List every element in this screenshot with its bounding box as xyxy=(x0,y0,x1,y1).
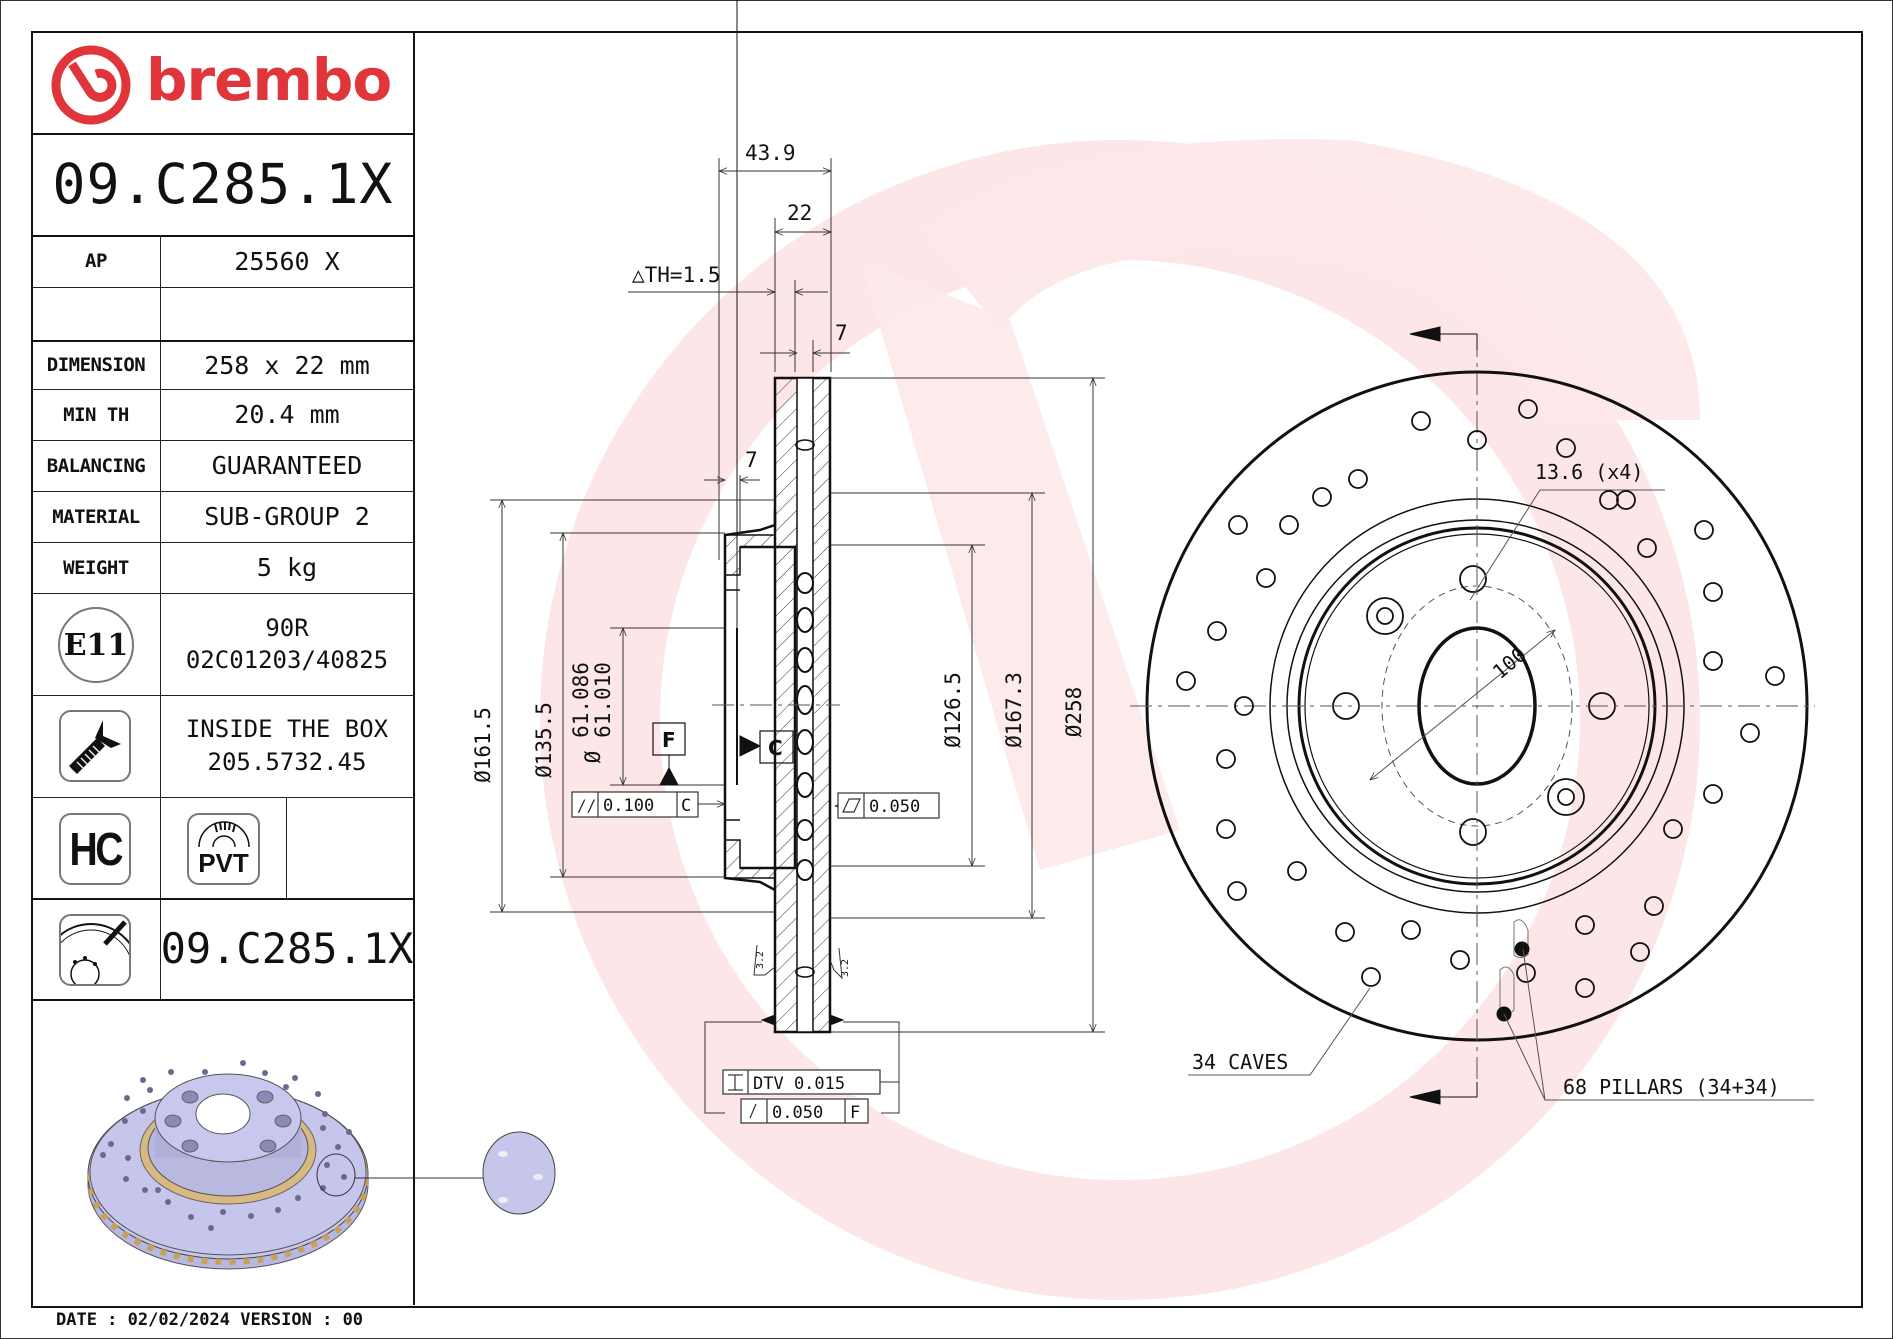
drawing-border xyxy=(31,31,1863,1308)
pvt-label: PVT xyxy=(198,848,249,878)
screws-text: INSIDE THE BOX 205.5732.45 xyxy=(160,695,414,797)
svg-text:C: C xyxy=(681,796,691,816)
screws-line2: 205.5732.45 xyxy=(207,748,367,776)
hc-badge-icon: HC xyxy=(59,813,131,885)
dia-258: Ø258 xyxy=(1062,687,1086,738)
footer-date-version: DATE : 02/02/2024 VERSION : 00 xyxy=(56,1310,364,1330)
spec-value-dimension: 258 x 22 mm xyxy=(204,350,370,380)
dia-bore-max: 61.086 xyxy=(569,662,593,738)
brand-name: brembo xyxy=(146,46,392,114)
spec-label-weight: WEIGHT xyxy=(63,556,129,579)
parallelism-frame: // 0.100 C xyxy=(571,791,699,818)
spec-label-min-th: MIN TH xyxy=(63,403,129,426)
dia-126-5: Ø126.5 xyxy=(941,672,965,748)
e11-label: E11 xyxy=(63,627,129,663)
dim-hat-wall: 7 xyxy=(745,448,758,472)
svg-text:F: F xyxy=(850,1103,860,1123)
spec-label-material: MATERIAL xyxy=(52,505,140,528)
e11-approval-icon: E11 xyxy=(58,607,134,683)
caves-label: 34 CAVES xyxy=(1192,1050,1288,1074)
disc-3d-render xyxy=(87,1060,556,1270)
pcd-dim: 100 xyxy=(1488,642,1531,684)
section-view xyxy=(712,0,845,1034)
spec-value-balancing: GUARANTEED xyxy=(211,451,363,480)
roughness-right: 3.2 xyxy=(840,959,851,977)
reference-part-number: 09.C285.1X xyxy=(160,924,414,973)
svg-text:0.050: 0.050 xyxy=(869,797,920,817)
svg-text:0.100: 0.100 xyxy=(603,796,654,816)
brembo-logo-icon xyxy=(51,45,131,125)
front-view xyxy=(1130,326,1815,1105)
spec-label-ap: AP xyxy=(85,250,107,272)
roughness-left: 3.2 xyxy=(755,951,766,969)
dia-135-5: Ø135.5 xyxy=(532,702,556,778)
spec-value-material: SUB-GROUP 2 xyxy=(204,502,370,531)
dia-161-5: Ø161.5 xyxy=(471,707,495,783)
bolt-hole-dim: 13.6 (x4) xyxy=(1535,460,1643,484)
svg-text:F: F xyxy=(662,728,676,752)
spec-label-dimension: DIMENSION xyxy=(46,354,146,376)
homologation-line2: 02C01203/40825 xyxy=(185,646,389,674)
pillars-label: 68 PILLARS (34+34) xyxy=(1563,1075,1780,1099)
homologation-text: 90R 02C01203/40825 xyxy=(160,593,414,695)
svg-text:0.050: 0.050 xyxy=(772,1103,823,1123)
datum-f: F xyxy=(652,722,686,786)
dim-flange-top: 7 xyxy=(835,321,848,345)
dia-bore-min: 61.010 xyxy=(591,662,615,738)
runout-frame: 0.050 F xyxy=(740,1098,869,1124)
flatness-frame: 0.050 xyxy=(837,792,940,819)
dtv-frame: DTV 0.015 xyxy=(722,1069,881,1095)
screws-line1: INSIDE THE BOX xyxy=(185,715,389,743)
pvt-badge-icon: PVT xyxy=(187,813,260,885)
spec-label-balancing: BALANCING xyxy=(46,454,146,477)
spec-value-min-th: 20.4 mm xyxy=(234,400,340,429)
hc-label: HC xyxy=(69,823,123,875)
svg-text:DTV 0.015: DTV 0.015 xyxy=(753,1074,845,1094)
dia-bore-symbol: Ø xyxy=(581,750,605,763)
disc-inspection-icon xyxy=(59,914,131,986)
homologation-line1: 90R xyxy=(265,614,309,642)
svg-text:C: C xyxy=(768,736,783,760)
datum-c: C xyxy=(739,730,794,764)
part-number: 09.C285.1X xyxy=(52,152,394,216)
dia-167-3: Ø167.3 xyxy=(1002,672,1026,748)
dim-thickness: 22 xyxy=(787,201,812,225)
dim-overall-width: 43.9 xyxy=(745,141,796,165)
svg-text://: // xyxy=(577,796,596,815)
spec-value-ap: 25560 X xyxy=(234,246,340,276)
screw-icon xyxy=(59,710,131,782)
dim-th-variation: △TH=1.5 xyxy=(632,263,721,287)
spec-value-weight: 5 kg xyxy=(256,553,318,582)
